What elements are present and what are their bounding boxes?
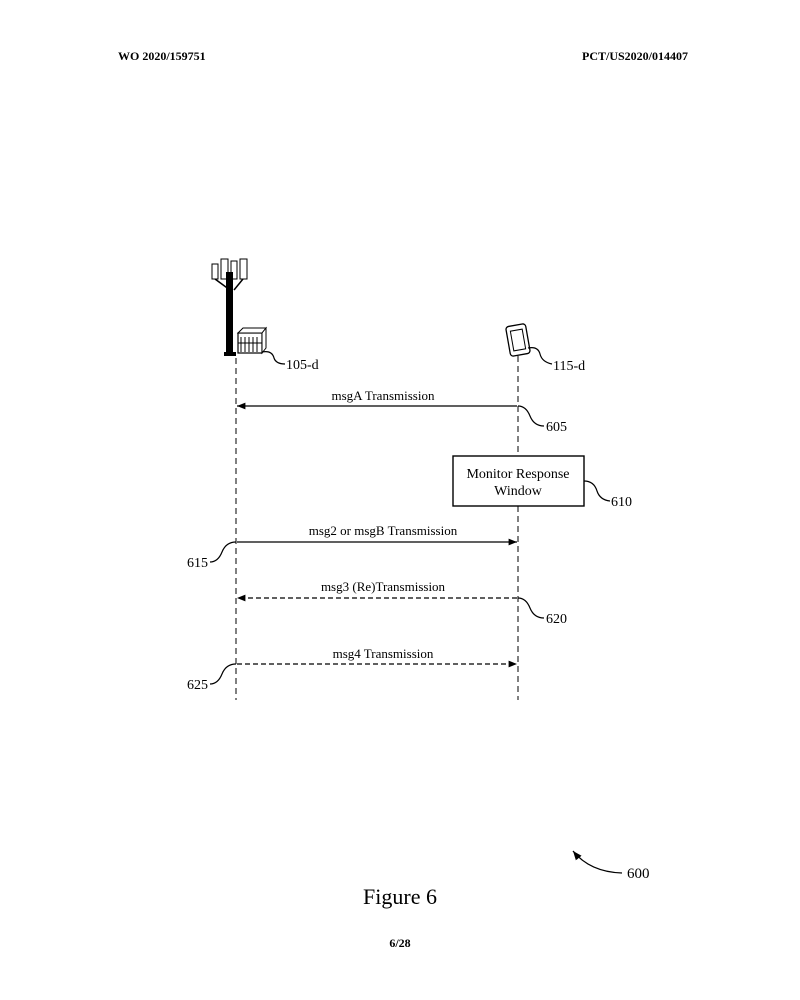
figure-ref: 600 [627,866,650,882]
msg-ref-620: 620 [546,612,567,627]
msg-ref-625: 625 [187,678,208,693]
process-box-line1: Monitor Response [466,467,569,482]
publication-number: WO 2020/159751 [118,49,206,63]
msg-label-620: msg3 (Re)Transmission [321,579,446,594]
msg-label-625: msg4 Transmission [333,646,434,661]
msg-label-615: msg2 or msgB Transmission [309,523,458,538]
msg-label-605: msgA Transmission [332,388,435,403]
msg-ref-615: 615 [187,556,208,571]
monitor-response-window-box [452,455,585,507]
process-box-ref: 610 [611,495,632,510]
base-station-label: 105-d [286,358,319,373]
application-number: PCT/US2020/014407 [581,49,688,63]
figure-caption: Figure 6 [363,884,437,909]
process-box-line2: Window [494,484,543,499]
mobile-device-icon [505,323,531,357]
cell-tower-icon [211,258,268,356]
ue-label: 115-d [553,359,585,374]
page-number: 6/28 [389,936,411,950]
msg-ref-605: 605 [546,420,567,435]
